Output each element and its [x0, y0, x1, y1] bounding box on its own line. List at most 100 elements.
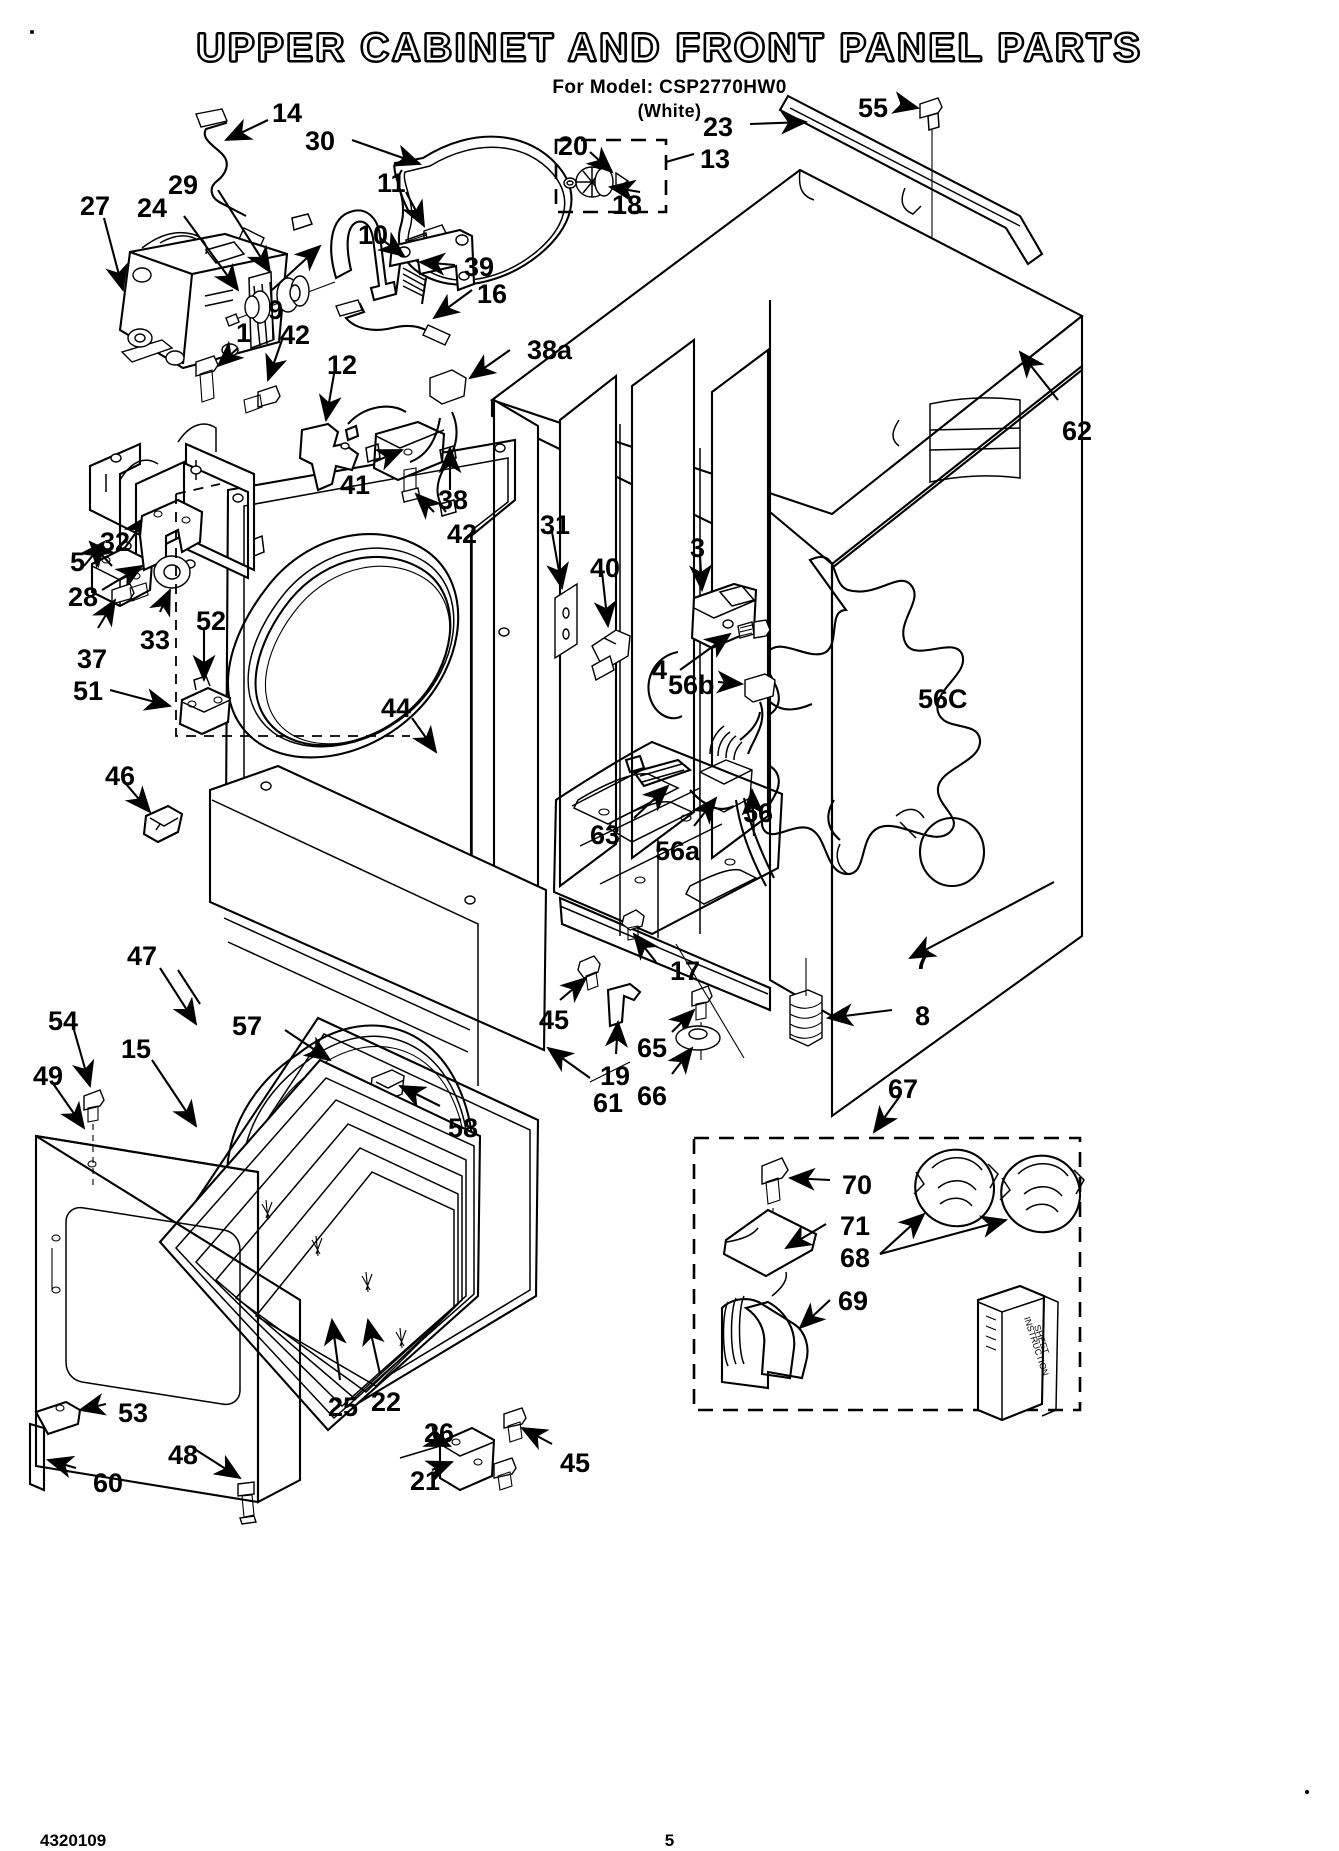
part-4-screw: [647, 619, 771, 720]
callout-45a: 45: [539, 1005, 570, 1035]
callout-9: 9: [268, 295, 284, 325]
callout-41: 41: [340, 470, 371, 500]
footer-part-number: 4320109: [40, 1831, 107, 1850]
callout-44: 44: [381, 693, 412, 723]
registration-mark-top-left: [30, 30, 34, 34]
callout-60: 60: [93, 1468, 124, 1498]
callout-47: 47: [127, 941, 158, 971]
part-33-grommet: [153, 555, 191, 589]
callout-15: 15: [121, 1034, 152, 1064]
callout-16: 16: [477, 279, 508, 309]
part-23-top-brace: [778, 94, 1044, 266]
callout-28: 28: [68, 582, 99, 612]
model-line: For Model: CSP2770HW0: [552, 77, 787, 98]
part-12-door-catch: [298, 422, 360, 492]
callout-18: 18: [612, 190, 643, 220]
callout-70: 70: [842, 1170, 873, 1200]
callout-13: 13: [700, 144, 731, 174]
part-66-grommet: [675, 1025, 721, 1051]
group-52-dashed: [175, 494, 410, 737]
part-21-screw: [493, 1457, 517, 1491]
part-10-idler-spring: [394, 263, 428, 305]
callout-45b: 45: [560, 1448, 591, 1478]
callout-42b: 42: [447, 519, 478, 549]
registration-mark-bottom-right: [1305, 1790, 1309, 1794]
page-title: UPPER CABINET AND FRONT PANEL PARTS: [195, 25, 1143, 71]
callout-1: 1: [236, 318, 252, 348]
callout-39: 39: [464, 252, 495, 282]
callout-56b: 56b: [668, 670, 715, 700]
callout-10: 10: [358, 220, 389, 250]
part-55-screw: [919, 97, 943, 258]
color-line: (White): [637, 101, 702, 121]
callout-17: 17: [670, 956, 701, 986]
callout-56: 56: [743, 798, 774, 828]
callout-48: 48: [168, 1440, 199, 1470]
callout-66: 66: [637, 1081, 668, 1111]
callout-57: 57: [232, 1011, 263, 1041]
callout-8: 8: [915, 1001, 931, 1031]
callout-29: 29: [168, 170, 199, 200]
callout-56C: 56C: [918, 684, 968, 714]
group-13-dashed-box: [554, 138, 668, 214]
part-17-screw: [621, 909, 645, 941]
part-1-screw: [195, 355, 219, 403]
callout-61: 61: [593, 1088, 624, 1118]
callout-40: 40: [590, 553, 621, 583]
callout-63: 63: [590, 820, 621, 850]
callout-30: 30: [305, 126, 336, 156]
callout-21: 21: [410, 1466, 441, 1496]
part-42-screw-a: [243, 385, 281, 414]
part-65-screw: [691, 985, 713, 1060]
part-37-bracket: [138, 498, 204, 572]
callout-54: 54: [48, 1006, 79, 1036]
title-block: UPPER CABINET AND FRONT PANEL PARTS For …: [0, 25, 1339, 122]
callout-42a: 42: [280, 320, 311, 350]
part-68-knobs: [913, 1148, 1085, 1234]
callout-19: 19: [600, 1061, 631, 1091]
callout-26: 26: [424, 1418, 455, 1448]
cabinet-base-panel: [552, 740, 784, 1012]
callout-56a: 56a: [655, 836, 701, 866]
door-liner-stack: [158, 1058, 482, 1432]
callout-65: 65: [637, 1033, 668, 1063]
part-71-plate: [722, 1208, 818, 1297]
part-53-60-hinge: [28, 1400, 82, 1492]
part-39-idler-bracket: [388, 228, 476, 292]
callout-71: 71: [840, 1211, 871, 1241]
callout-69: 69: [838, 1286, 869, 1316]
part-69-exhaust-elbow: [720, 1295, 809, 1390]
part-51-hinge: [178, 675, 232, 736]
part-16-wire: [335, 299, 451, 346]
part-54-screw: [83, 1089, 105, 1186]
callout-32: 32: [100, 527, 131, 557]
footer-page-number: 5: [664, 1831, 675, 1850]
callout-5: 5: [70, 547, 86, 577]
callout-51: 51: [73, 676, 104, 706]
part-14-wire-harness: [195, 108, 265, 250]
part-19-clip: [606, 982, 642, 1028]
callout-33: 33: [140, 625, 171, 655]
group-67-dashed-box: [692, 1136, 1082, 1412]
callout-68: 68: [840, 1243, 871, 1273]
part-24-29-motor-pulley: [225, 275, 336, 327]
callout-3: 3: [690, 533, 706, 563]
callout-24: 24: [137, 193, 168, 223]
callout-55: 55: [858, 93, 889, 123]
part-45-screw-1: [577, 955, 601, 991]
callout-38a: 38a: [527, 335, 573, 365]
callout-27: 27: [80, 191, 111, 221]
part-8-leveling-leg: [789, 958, 823, 1047]
part-31-plate: [554, 582, 578, 660]
callout-62: 62: [1062, 416, 1093, 446]
callout-67: 67: [888, 1074, 919, 1104]
callout-46: 46: [105, 761, 136, 791]
callout-23: 23: [703, 112, 734, 142]
callout-25: 25: [328, 1392, 359, 1422]
callout-4: 4: [652, 655, 668, 685]
part-49-outer-door: [34, 1134, 302, 1504]
callout-37: 37: [77, 644, 108, 674]
callout-53: 53: [118, 1398, 149, 1428]
